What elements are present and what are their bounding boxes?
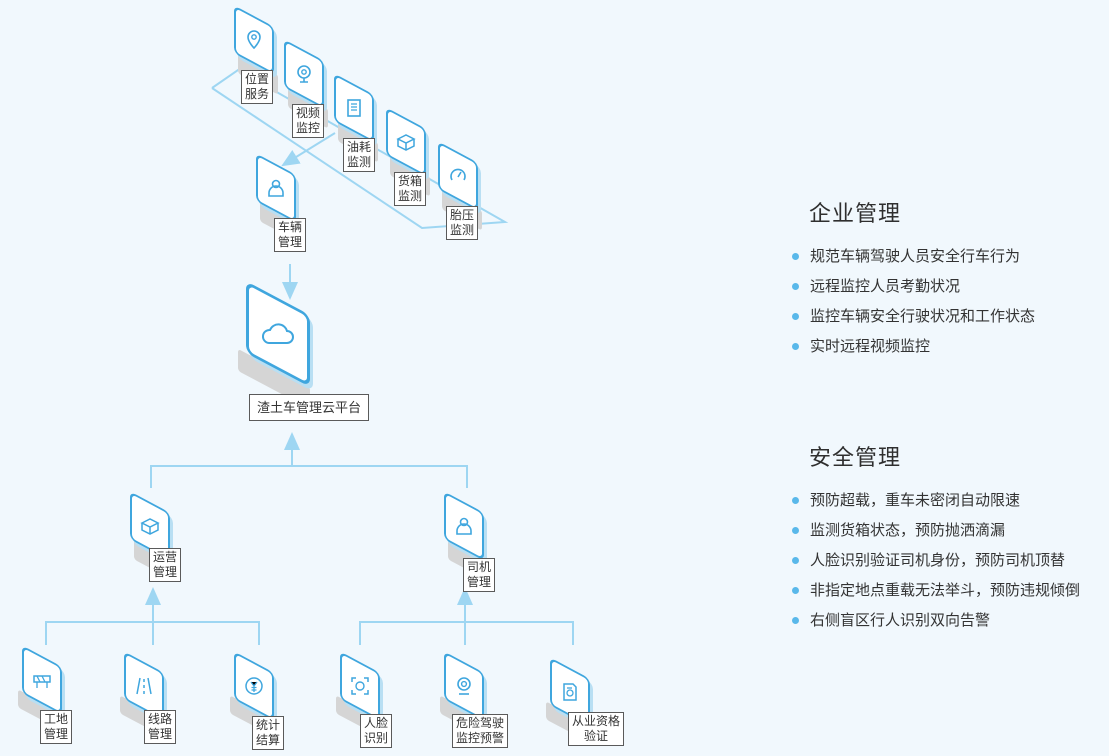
bullet-dot-icon <box>792 497 799 504</box>
enterprise-list: 规范车辆驾驶人员安全行车行为 远程监控人员考勤状况 监控车辆安全行驶状况和工作状… <box>792 242 1035 362</box>
warning-camera-icon <box>457 677 471 695</box>
list-item: 非指定地点重载无法举斗，预防违规倾倒 <box>792 576 1080 606</box>
driver-management-label: 司机 管理 <box>463 558 496 592</box>
bullet-dot-icon <box>792 343 799 350</box>
fuel-monitor-label: 油耗 监测 <box>343 138 376 172</box>
enterprise-title: 企业管理 <box>809 201 902 226</box>
route-management-label: 线路 管理 <box>144 710 177 744</box>
certificate-icon <box>563 683 577 701</box>
list-item: 监控车辆安全行驶状况和工作状态 <box>792 302 1035 332</box>
split-line-right <box>359 621 574 645</box>
bullet-dot-icon <box>792 527 799 534</box>
face-recognition-label: 人脸 识别 <box>360 714 393 748</box>
safety-list: 预防超载，重车未密闭自动限速 监测货箱状态，预防抛洒滴漏 人脸识别验证司机身份，… <box>792 486 1080 636</box>
list-item: 远程监控人员考勤状况 <box>792 272 1035 302</box>
bullet-dot-icon <box>792 283 799 290</box>
list-item: 右侧盲区行人识别双向告警 <box>792 606 1080 636</box>
cargo-box-icon <box>396 134 416 151</box>
fuel-gauge-icon <box>347 99 361 117</box>
safety-title: 安全管理 <box>809 445 902 470</box>
cloud-platform-label: 渣土车管理云平台 <box>249 394 370 421</box>
bullet-dot-icon <box>792 587 799 594</box>
cargo-box-icon <box>140 518 160 535</box>
dangerous-driving-label: 危险驾驶 监控预警 <box>452 714 509 748</box>
top-group-outline <box>211 68 509 230</box>
tire-monitor-label: 胎压 监测 <box>446 206 479 240</box>
qualification-label: 从业资格 验证 <box>568 712 625 746</box>
arrow-to-vehicle <box>281 132 336 167</box>
bullet-dot-icon <box>792 253 799 260</box>
site-management-label: 工地 管理 <box>40 710 73 744</box>
bullet-dot-icon <box>792 557 799 564</box>
face-scan-icon <box>351 677 369 695</box>
vehicle-management-label: 车辆 管理 <box>274 218 307 252</box>
video-monitor-label: 视频 监控 <box>292 104 325 138</box>
driver-user-icon <box>456 517 472 535</box>
yen-coin-icon <box>245 677 263 695</box>
construction-barrier-icon <box>33 675 51 688</box>
location-service-label: 位置 服务 <box>241 70 274 104</box>
list-item: 规范车辆驾驶人员安全行车行为 <box>792 242 1035 272</box>
list-item: 预防超载，重车未密闭自动限速 <box>792 486 1080 516</box>
bullet-dot-icon <box>792 617 799 624</box>
camera-icon <box>297 65 311 83</box>
location-pin-icon <box>247 30 261 50</box>
vehicle-user-icon <box>268 179 284 197</box>
operation-management-label: 运营 管理 <box>149 548 182 582</box>
cloud-icon <box>262 323 294 344</box>
tire-gauge-icon <box>450 168 466 181</box>
bullet-dot-icon <box>792 313 799 320</box>
list-item: 实时远程视频监控 <box>792 332 1035 362</box>
list-item: 监测货箱状态，预防抛洒滴漏 <box>792 516 1080 546</box>
road-icon <box>136 677 152 695</box>
settlement-label: 统计 结算 <box>252 716 285 750</box>
cargo-monitor-label: 货箱 监测 <box>394 172 427 206</box>
list-item: 人脸识别验证司机身份，预防司机顶替 <box>792 546 1080 576</box>
split-line-middle <box>150 465 468 488</box>
